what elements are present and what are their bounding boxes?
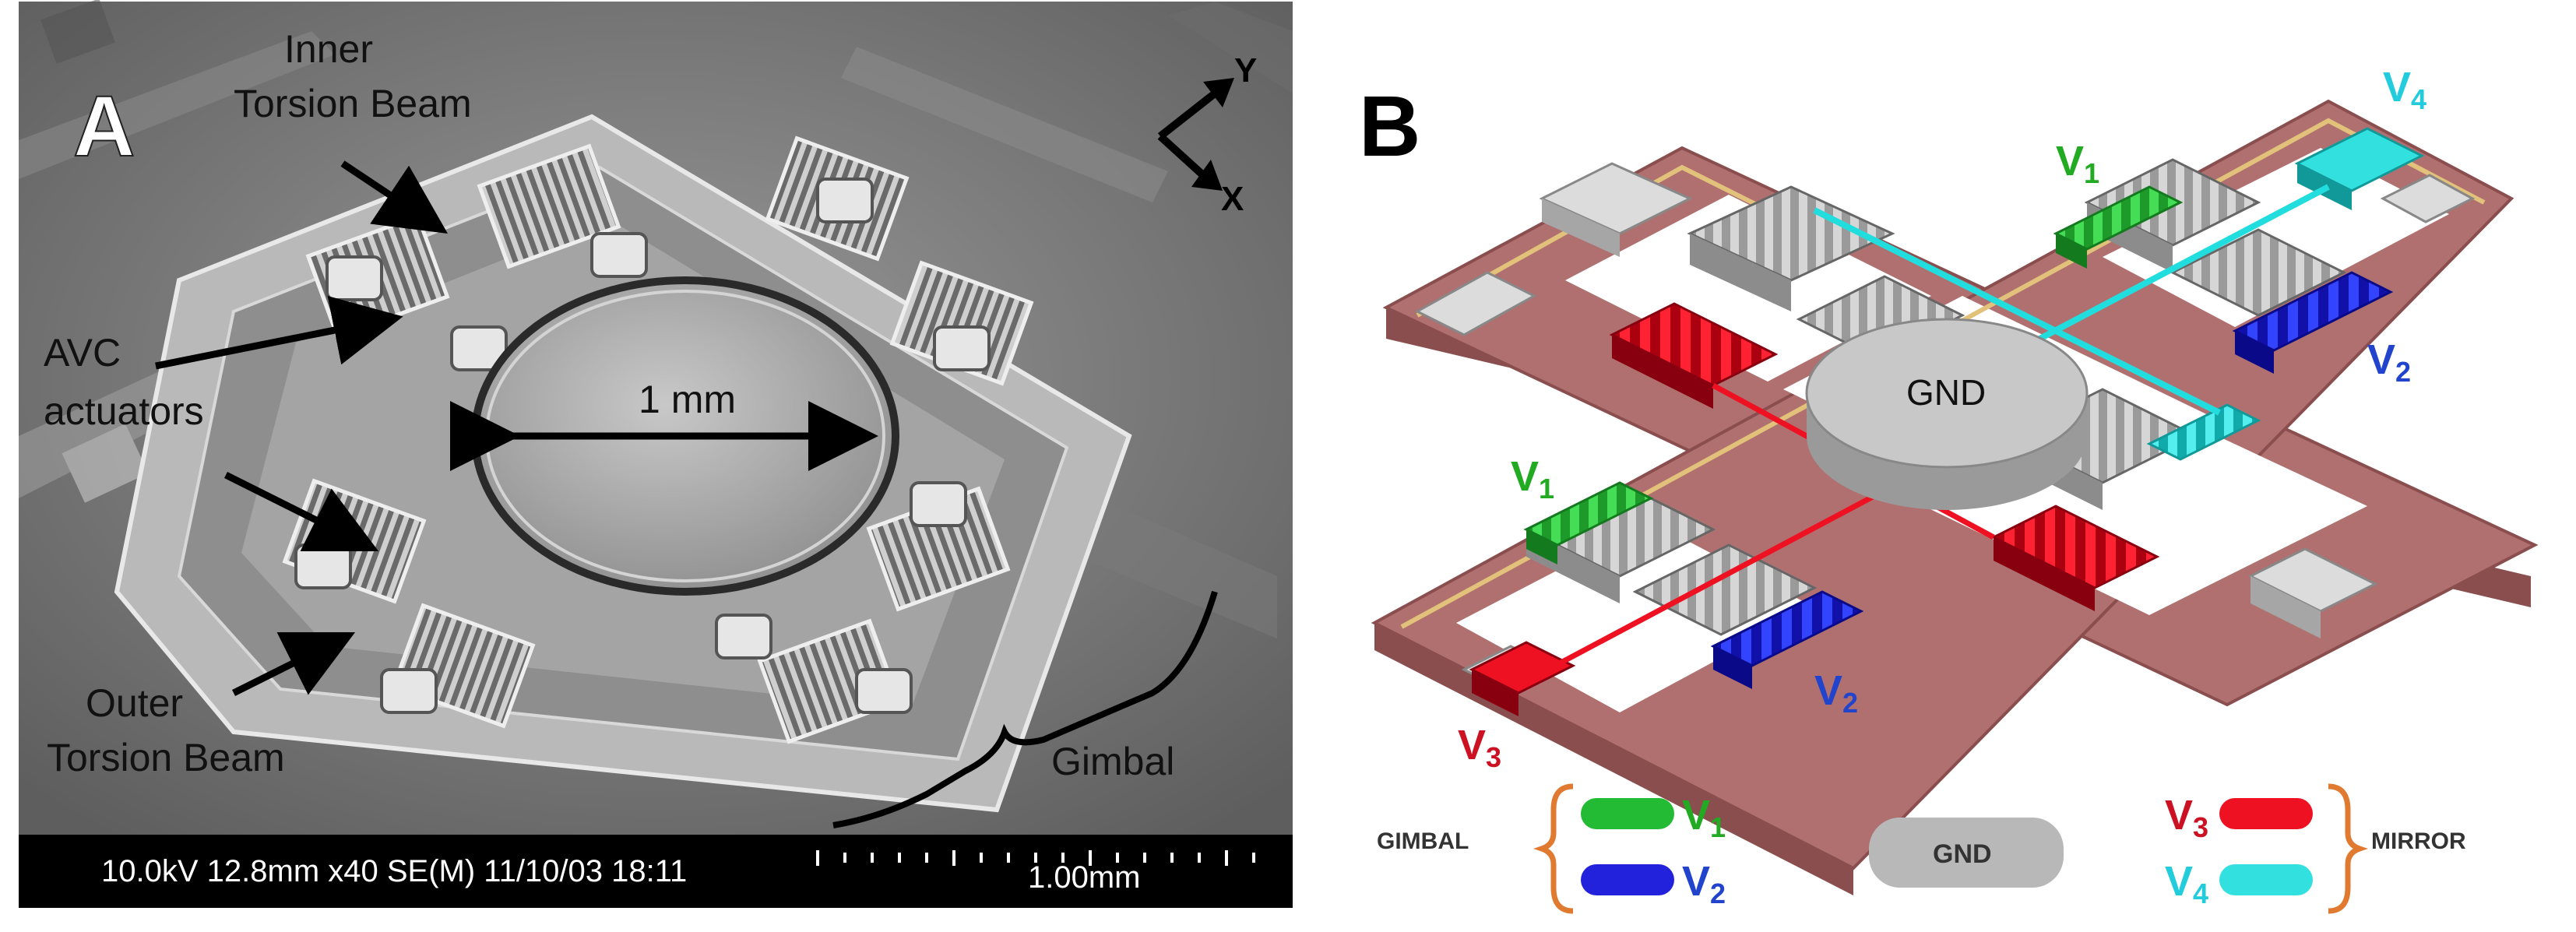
legend-v4-text: V4 <box>2165 858 2208 909</box>
label-v4-top: V4 <box>2383 64 2426 115</box>
voltage-labels: V1 V4 V2 V1 V2 V3 <box>1458 64 2426 773</box>
label-inner-torsion-beam-1: Inner <box>284 27 373 71</box>
label-outer-torsion-beam-2: Torsion Beam <box>47 736 285 779</box>
label-v2-right: V2 <box>2367 336 2411 388</box>
label-avc-2: actuators <box>44 389 204 433</box>
legend-v1-text: V1 <box>1682 792 1726 843</box>
legend-v1-swatch <box>1581 798 1674 829</box>
legend-gimbal-label: GIMBAL <box>1377 828 1469 854</box>
gnd-label: GND <box>1906 372 1986 413</box>
label-v2-bottom: V2 <box>1814 667 1858 719</box>
label-v1-top: V1 <box>2056 138 2099 189</box>
legend-v3-text: V3 <box>2165 792 2208 843</box>
label-v3-bottom: V3 <box>1458 722 1501 773</box>
arrow-avc-lower <box>223 471 379 552</box>
legend-mirror-label: MIRROR <box>2371 828 2466 854</box>
sem-info-bar <box>19 835 1293 908</box>
panel-b-letter: B <box>1359 79 1420 174</box>
axis-x-label: X <box>1221 180 1244 218</box>
legend-gnd-swatch <box>1869 818 2064 888</box>
comb-right-lower <box>2170 228 2347 317</box>
legend: GIMBAL V1 V2 GND V3 V4 MIRROR <box>1377 783 2466 914</box>
comb-bottom-center <box>1632 543 1818 636</box>
sem-scale-ticks <box>816 850 1255 866</box>
label-v1-left: V1 <box>1511 453 1554 505</box>
panel-b: B <box>1359 64 2539 914</box>
sem-scale-text: 1.00mm <box>1028 860 1141 895</box>
electrode-v3-right <box>1990 505 2160 589</box>
label-avc-1: AVC <box>44 331 121 375</box>
comb-drives <box>1523 158 2347 636</box>
legend-v3-swatch <box>2219 798 2313 829</box>
electrode-v4-pad <box>2294 127 2425 192</box>
arrow-outer-torsion-beam <box>231 631 356 697</box>
label-outer-torsion-beam-1: Outer <box>86 681 183 725</box>
legend-v4-swatch <box>2219 864 2313 895</box>
electrode-v3-left <box>1609 302 1779 387</box>
arrow-inner-torsion-beam <box>340 160 448 234</box>
label-1mm: 1 mm <box>639 378 736 421</box>
legend-gnd-text: GND <box>1933 839 1992 869</box>
label-gimbal: Gimbal <box>1051 740 1174 783</box>
legend-v2-text: V2 <box>1682 858 1726 909</box>
legend-gimbal-brace <box>1533 783 1574 914</box>
electrode-v1-top <box>2053 185 2184 251</box>
legend-mirror-brace <box>2328 783 2369 914</box>
gimbal-brace <box>832 590 1218 828</box>
electrode-v4-right <box>2146 403 2261 461</box>
arrow-avc-upper <box>155 295 403 370</box>
axis-y-label: Y <box>1234 51 1257 90</box>
panel-a: A Y X Inner Torsion Beam AVC actuators O… <box>17 0 1294 928</box>
panel-a-letter: A <box>73 79 135 174</box>
sem-info-text: 10.0kV 12.8mm x40 SE(M) 11/10/03 18:11 <box>101 854 687 888</box>
axes-indicator: Y X <box>1157 51 1257 218</box>
gnd-mirror: GND <box>1805 318 2089 510</box>
legend-v2-swatch <box>1581 864 1674 895</box>
label-inner-torsion-beam-2: Torsion Beam <box>234 82 472 125</box>
